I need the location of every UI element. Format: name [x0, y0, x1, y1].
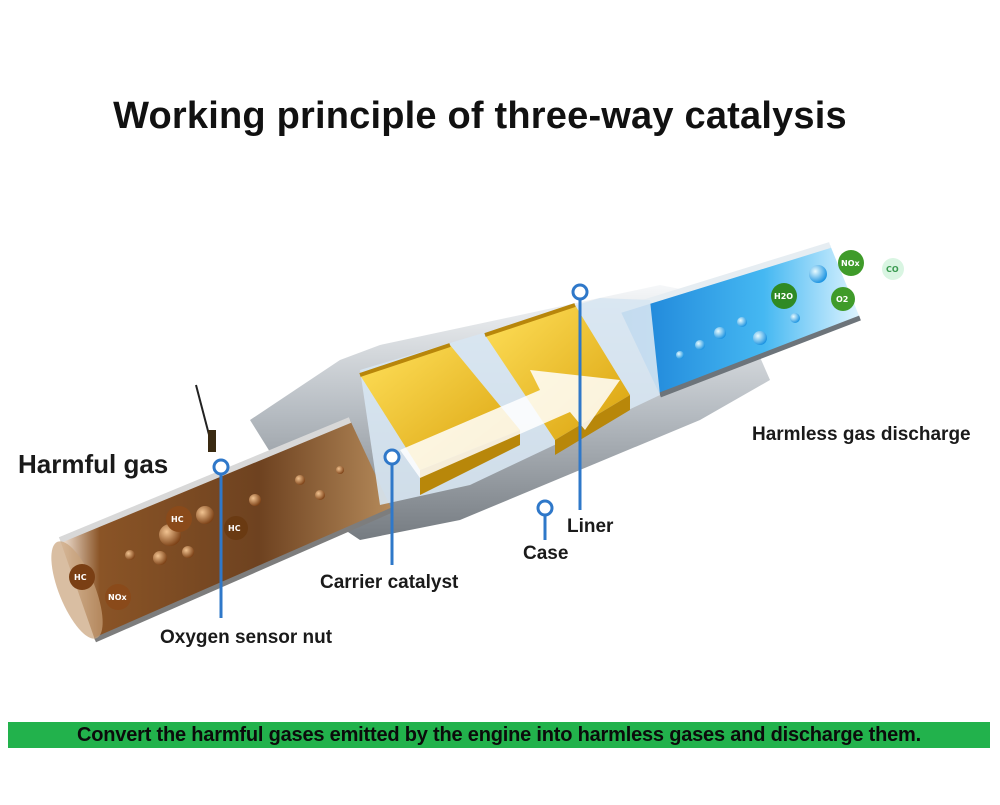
svg-text:CO: CO [886, 265, 899, 274]
callout-oxygen-sensor [212, 458, 230, 618]
molecule-h2o: H2O [771, 283, 797, 309]
svg-text:HC: HC [74, 573, 87, 582]
molecule-co: CO [882, 258, 904, 280]
page-title: Working principle of three-way catalysis [113, 95, 847, 137]
molecule-nox-out: NOx [838, 250, 864, 276]
harmless-gas-discharge-label: Harmless gas discharge [752, 424, 971, 445]
molecule-nox-1: NOx [105, 584, 131, 610]
carrier-catalyst-label: Carrier catalyst [320, 572, 459, 593]
callout-carrier-catalyst [383, 448, 401, 565]
svg-text:HC: HC [228, 524, 241, 533]
harmless-gas-particles [676, 265, 827, 359]
svg-text:NOx: NOx [841, 259, 860, 268]
harmful-gas-label: Harmful gas [18, 449, 169, 479]
svg-text:HC: HC [171, 515, 184, 524]
svg-text:H2O: H2O [774, 292, 793, 301]
molecule-hc-3: HC [224, 516, 248, 540]
molecule-hc-1: HC [69, 564, 95, 590]
caption-text: Convert the harmful gases emitted by the… [77, 724, 921, 746]
molecule-o2: O2 [831, 287, 855, 311]
oxygen-sensor [195, 384, 216, 452]
oxygen-sensor-nut-label: Oxygen sensor nut [160, 627, 333, 648]
callout-case [536, 499, 554, 540]
liner-label: Liner [567, 516, 614, 537]
callout-liner [571, 283, 589, 510]
caption-banner: Convert the harmful gases emitted by the… [8, 722, 990, 748]
molecule-hc-2: HC [166, 506, 192, 532]
svg-text:NOx: NOx [108, 593, 127, 602]
gas-flow-arrow [400, 370, 620, 478]
svg-text:O2: O2 [836, 295, 848, 304]
case-label: Case [523, 543, 569, 564]
